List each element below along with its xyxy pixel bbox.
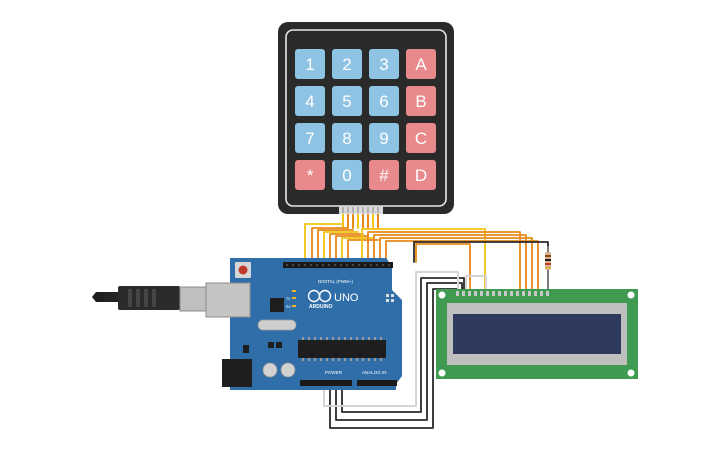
keypad-key[interactable]: 4 — [295, 86, 325, 116]
lcd-display — [436, 289, 638, 379]
keypad-key-label: 7 — [305, 129, 314, 148]
led-tx — [292, 297, 296, 299]
keypad-key[interactable]: 2 — [332, 49, 362, 79]
keypad-key-face[interactable] — [332, 160, 362, 190]
keypad-key-label: 5 — [342, 92, 351, 111]
arduino-brand: ARDUINO — [309, 304, 332, 310]
keypad-key-label: C — [415, 129, 427, 148]
keypad-key[interactable]: 9 — [369, 123, 399, 153]
digital-pwm-label: DIGITAL (PWM~) — [318, 279, 353, 284]
keypad-key-label: 1 — [305, 55, 314, 74]
keypad-key-face[interactable] — [406, 49, 436, 79]
analog-header — [357, 380, 397, 386]
keypad-key-face[interactable] — [332, 49, 362, 79]
led-rx — [292, 305, 296, 307]
keypad-key-label: 0 — [342, 166, 351, 185]
arduino-power-jack — [222, 359, 252, 387]
keypad-key-label: * — [307, 166, 314, 185]
atmega-chip — [298, 340, 386, 358]
arduino-logo — [307, 289, 332, 303]
keypad-connector — [339, 206, 383, 214]
crystal — [257, 319, 297, 331]
keypad-key[interactable]: 5 — [332, 86, 362, 116]
keypad-key-label: 2 — [342, 55, 351, 74]
icsp-header — [386, 294, 394, 302]
power-label: POWER — [325, 370, 343, 375]
keypad-key-label: 4 — [305, 92, 314, 111]
resistor-icon — [545, 246, 551, 290]
keypad-key-face[interactable] — [369, 86, 399, 116]
gray-wires — [323, 271, 487, 407]
keypad-key[interactable]: * — [295, 160, 325, 190]
keypad-ribbon — [342, 211, 379, 229]
keypad-key-label: B — [415, 92, 426, 111]
usb-chip — [270, 298, 284, 312]
usb-cable-icon — [92, 286, 211, 312]
tx-label: TX — [286, 297, 291, 301]
keypad-key-face[interactable] — [406, 160, 436, 190]
keypad-key-label: 6 — [379, 92, 388, 111]
keypad-key-label: D — [415, 166, 427, 185]
led-l — [292, 290, 296, 292]
analog-in-label: ANALOG IN — [362, 370, 387, 375]
keypad-key[interactable]: C — [406, 123, 436, 153]
keypad-key[interactable]: 6 — [369, 86, 399, 116]
capacitor-1 — [262, 362, 278, 378]
keypad-key[interactable]: 1 — [295, 49, 325, 79]
power-header — [300, 380, 352, 386]
keypad-key-face[interactable] — [369, 123, 399, 153]
capacitor-2 — [280, 362, 296, 378]
arduino-to-lcd-wires — [361, 228, 539, 293]
keypad-key[interactable]: 0 — [332, 160, 362, 190]
keypad-key[interactable]: B — [406, 86, 436, 116]
keypad-key-label: A — [415, 55, 427, 74]
keypad-key-face[interactable] — [369, 160, 399, 190]
keypad-key[interactable]: 7 — [295, 123, 325, 153]
usb-plug-metal — [179, 286, 211, 312]
keypad-to-arduino-wires — [304, 223, 379, 263]
keypad-key-label: 8 — [342, 129, 351, 148]
digital-header-left — [283, 262, 345, 268]
keypad-key-face[interactable] — [295, 49, 325, 79]
keypad-key-label: 9 — [379, 129, 388, 148]
keypad: 1 2 3 A 4 5 6 B 7 8 9 C * 0 # D — [278, 22, 454, 214]
keypad-key[interactable]: A — [406, 49, 436, 79]
keypad-key-face[interactable] — [295, 160, 325, 190]
reset-button-cap[interactable] — [238, 265, 248, 275]
keypad-key-face[interactable] — [295, 86, 325, 116]
arduino-usb-jack — [205, 282, 251, 318]
arduino-model: UNO — [334, 292, 359, 304]
lcd-pins — [456, 291, 549, 296]
rx-label: RX — [286, 305, 292, 309]
keypad-key-face[interactable] — [295, 123, 325, 153]
lcd-screen — [453, 314, 621, 354]
keypad-key[interactable]: D — [406, 160, 436, 190]
keypad-key-face[interactable] — [332, 123, 362, 153]
digital-header-right — [341, 262, 393, 268]
keypad-key-face[interactable] — [332, 86, 362, 116]
keypad-key[interactable]: # — [369, 160, 399, 190]
keypad-key-face[interactable] — [369, 49, 399, 79]
keypad-key-face[interactable] — [406, 86, 436, 116]
keypad-key-face[interactable] — [406, 123, 436, 153]
keypad-key[interactable]: 8 — [332, 123, 362, 153]
keypad-key[interactable]: 3 — [369, 49, 399, 79]
keypad-keys: 1 2 3 A 4 5 6 B 7 8 9 C * 0 # D — [295, 49, 436, 190]
keypad-key-label: # — [379, 166, 389, 185]
keypad-key-label: 3 — [379, 55, 388, 74]
arduino-board: DIGITAL (PWM~) ARDUINO UNO TX RX — [205, 258, 402, 390]
